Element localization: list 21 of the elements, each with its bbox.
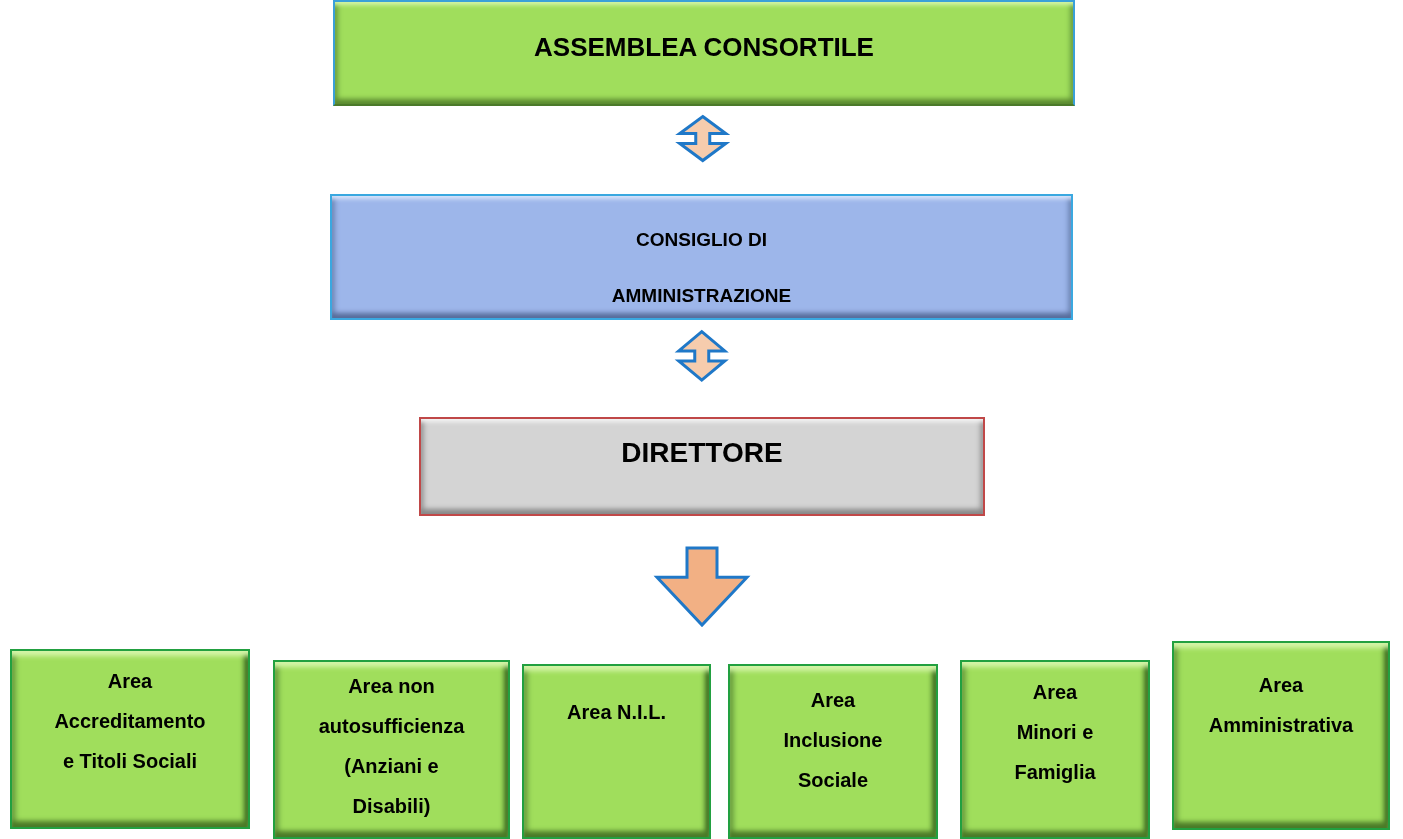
area-box xyxy=(10,649,250,829)
box-label: DIRETTORE xyxy=(621,437,783,469)
area-box xyxy=(728,664,938,839)
box-label: ASSEMBLEA CONSORTILE xyxy=(534,32,874,63)
box-label: Area Accreditamento e Titoli Sociali xyxy=(53,669,207,774)
box-label: Area Amministrativa xyxy=(1207,673,1355,738)
area-box xyxy=(522,664,711,839)
area-box xyxy=(1172,641,1390,830)
box-label: Area Minori e Famiglia xyxy=(1013,680,1097,785)
double-arrow xyxy=(675,114,731,163)
assembly-box xyxy=(333,0,1075,106)
box-label: Area non autosufficienza (Anziani e Disabili) xyxy=(317,674,466,819)
box-label: CONSIGLIO DI AMMINISTRAZIONE xyxy=(610,228,793,308)
director-box xyxy=(419,417,985,516)
area-box xyxy=(273,660,510,839)
area-box xyxy=(960,660,1150,839)
box-label: Area Inclusione Sociale xyxy=(782,688,884,793)
double-arrow xyxy=(674,329,729,383)
box-label: Area N.I.L. xyxy=(567,700,666,725)
block-arrow xyxy=(653,546,751,628)
board-box xyxy=(330,194,1073,320)
